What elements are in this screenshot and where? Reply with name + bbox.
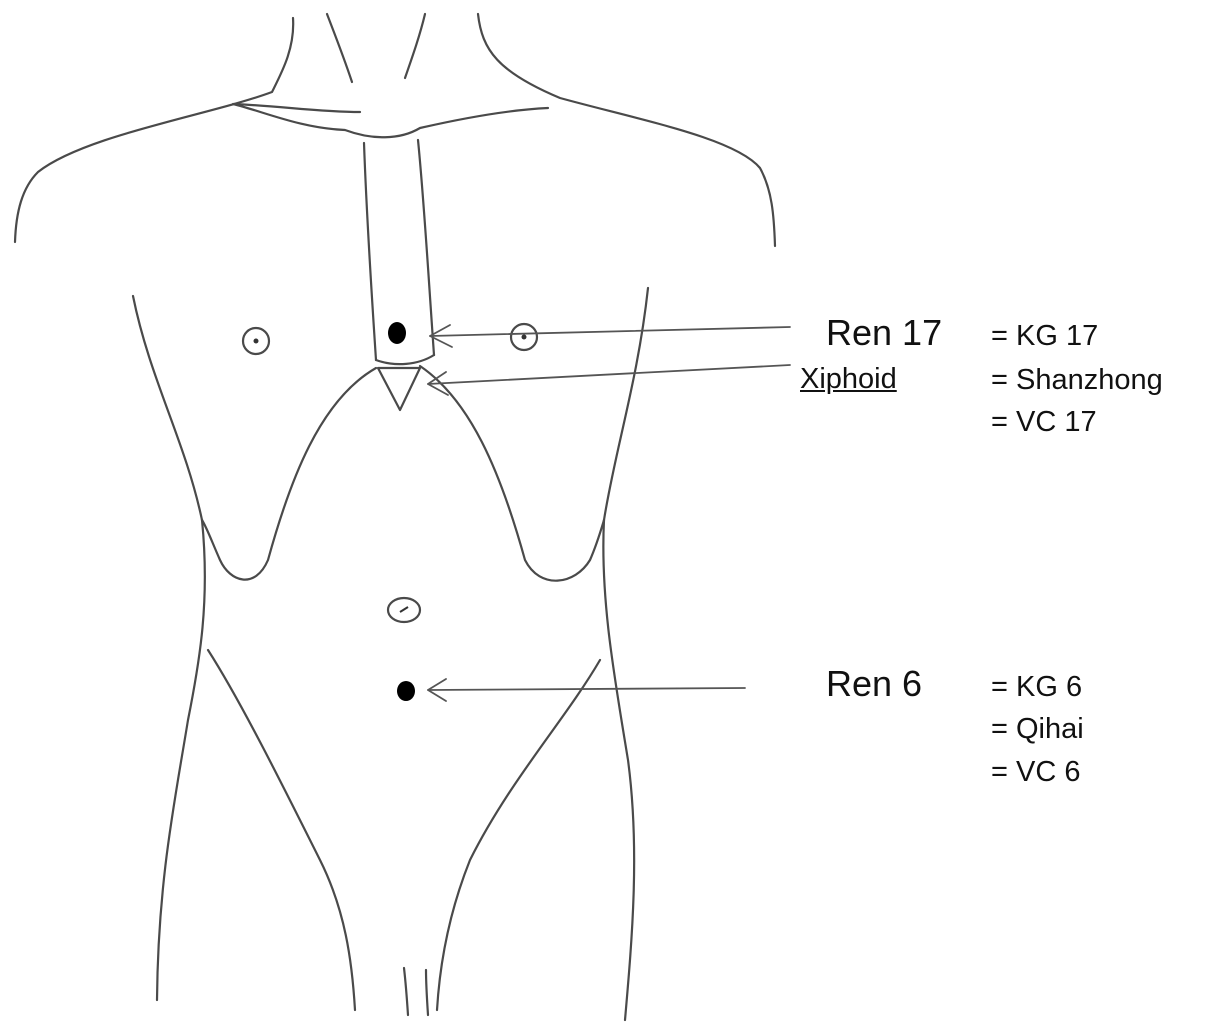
right-nipple (511, 324, 537, 350)
ren6-alias-kg: = KG 6 (991, 673, 1082, 702)
waist-left (157, 520, 205, 1000)
sternum-right (418, 140, 434, 355)
ren17-label: Ren 17 (826, 315, 942, 351)
navel (388, 598, 420, 622)
clavicle (233, 104, 548, 137)
ren17-alias-vc: = VC 17 (991, 408, 1097, 437)
sternum-left (364, 143, 376, 360)
torso-outline (15, 14, 775, 1020)
ribcage-left (202, 368, 376, 580)
groin-mark-right (426, 970, 428, 1015)
xiphoid-process (378, 368, 420, 410)
ren17-alias-name: = Shanzhong (991, 366, 1163, 395)
ren17-arrow (430, 325, 790, 347)
neck-inner-right (405, 14, 425, 78)
ren6-label: Ren 6 (826, 666, 922, 702)
ren6-alias-name: = Qihai (991, 715, 1084, 744)
xiphoid-label: Xiphoid (800, 365, 897, 394)
chest-side-right (604, 288, 648, 520)
neck-right (478, 14, 775, 246)
neck-left (15, 18, 293, 242)
left-nipple (243, 328, 269, 354)
neck-inner-left (327, 14, 352, 82)
xiphoid-arrow (428, 365, 790, 395)
ren17-alias-kg: = KG 17 (991, 322, 1098, 351)
sternum-bottom (376, 355, 434, 364)
ren6-point (397, 681, 415, 701)
groin-left (208, 650, 355, 1010)
waist-right (603, 520, 634, 1020)
ren6-alias-vc: = VC 6 (991, 758, 1080, 787)
groin-mark-left (404, 968, 408, 1015)
groin-right (437, 660, 600, 1010)
ren17-point (388, 322, 406, 344)
ribcage-right (420, 366, 604, 581)
chest-side-left (133, 296, 202, 520)
